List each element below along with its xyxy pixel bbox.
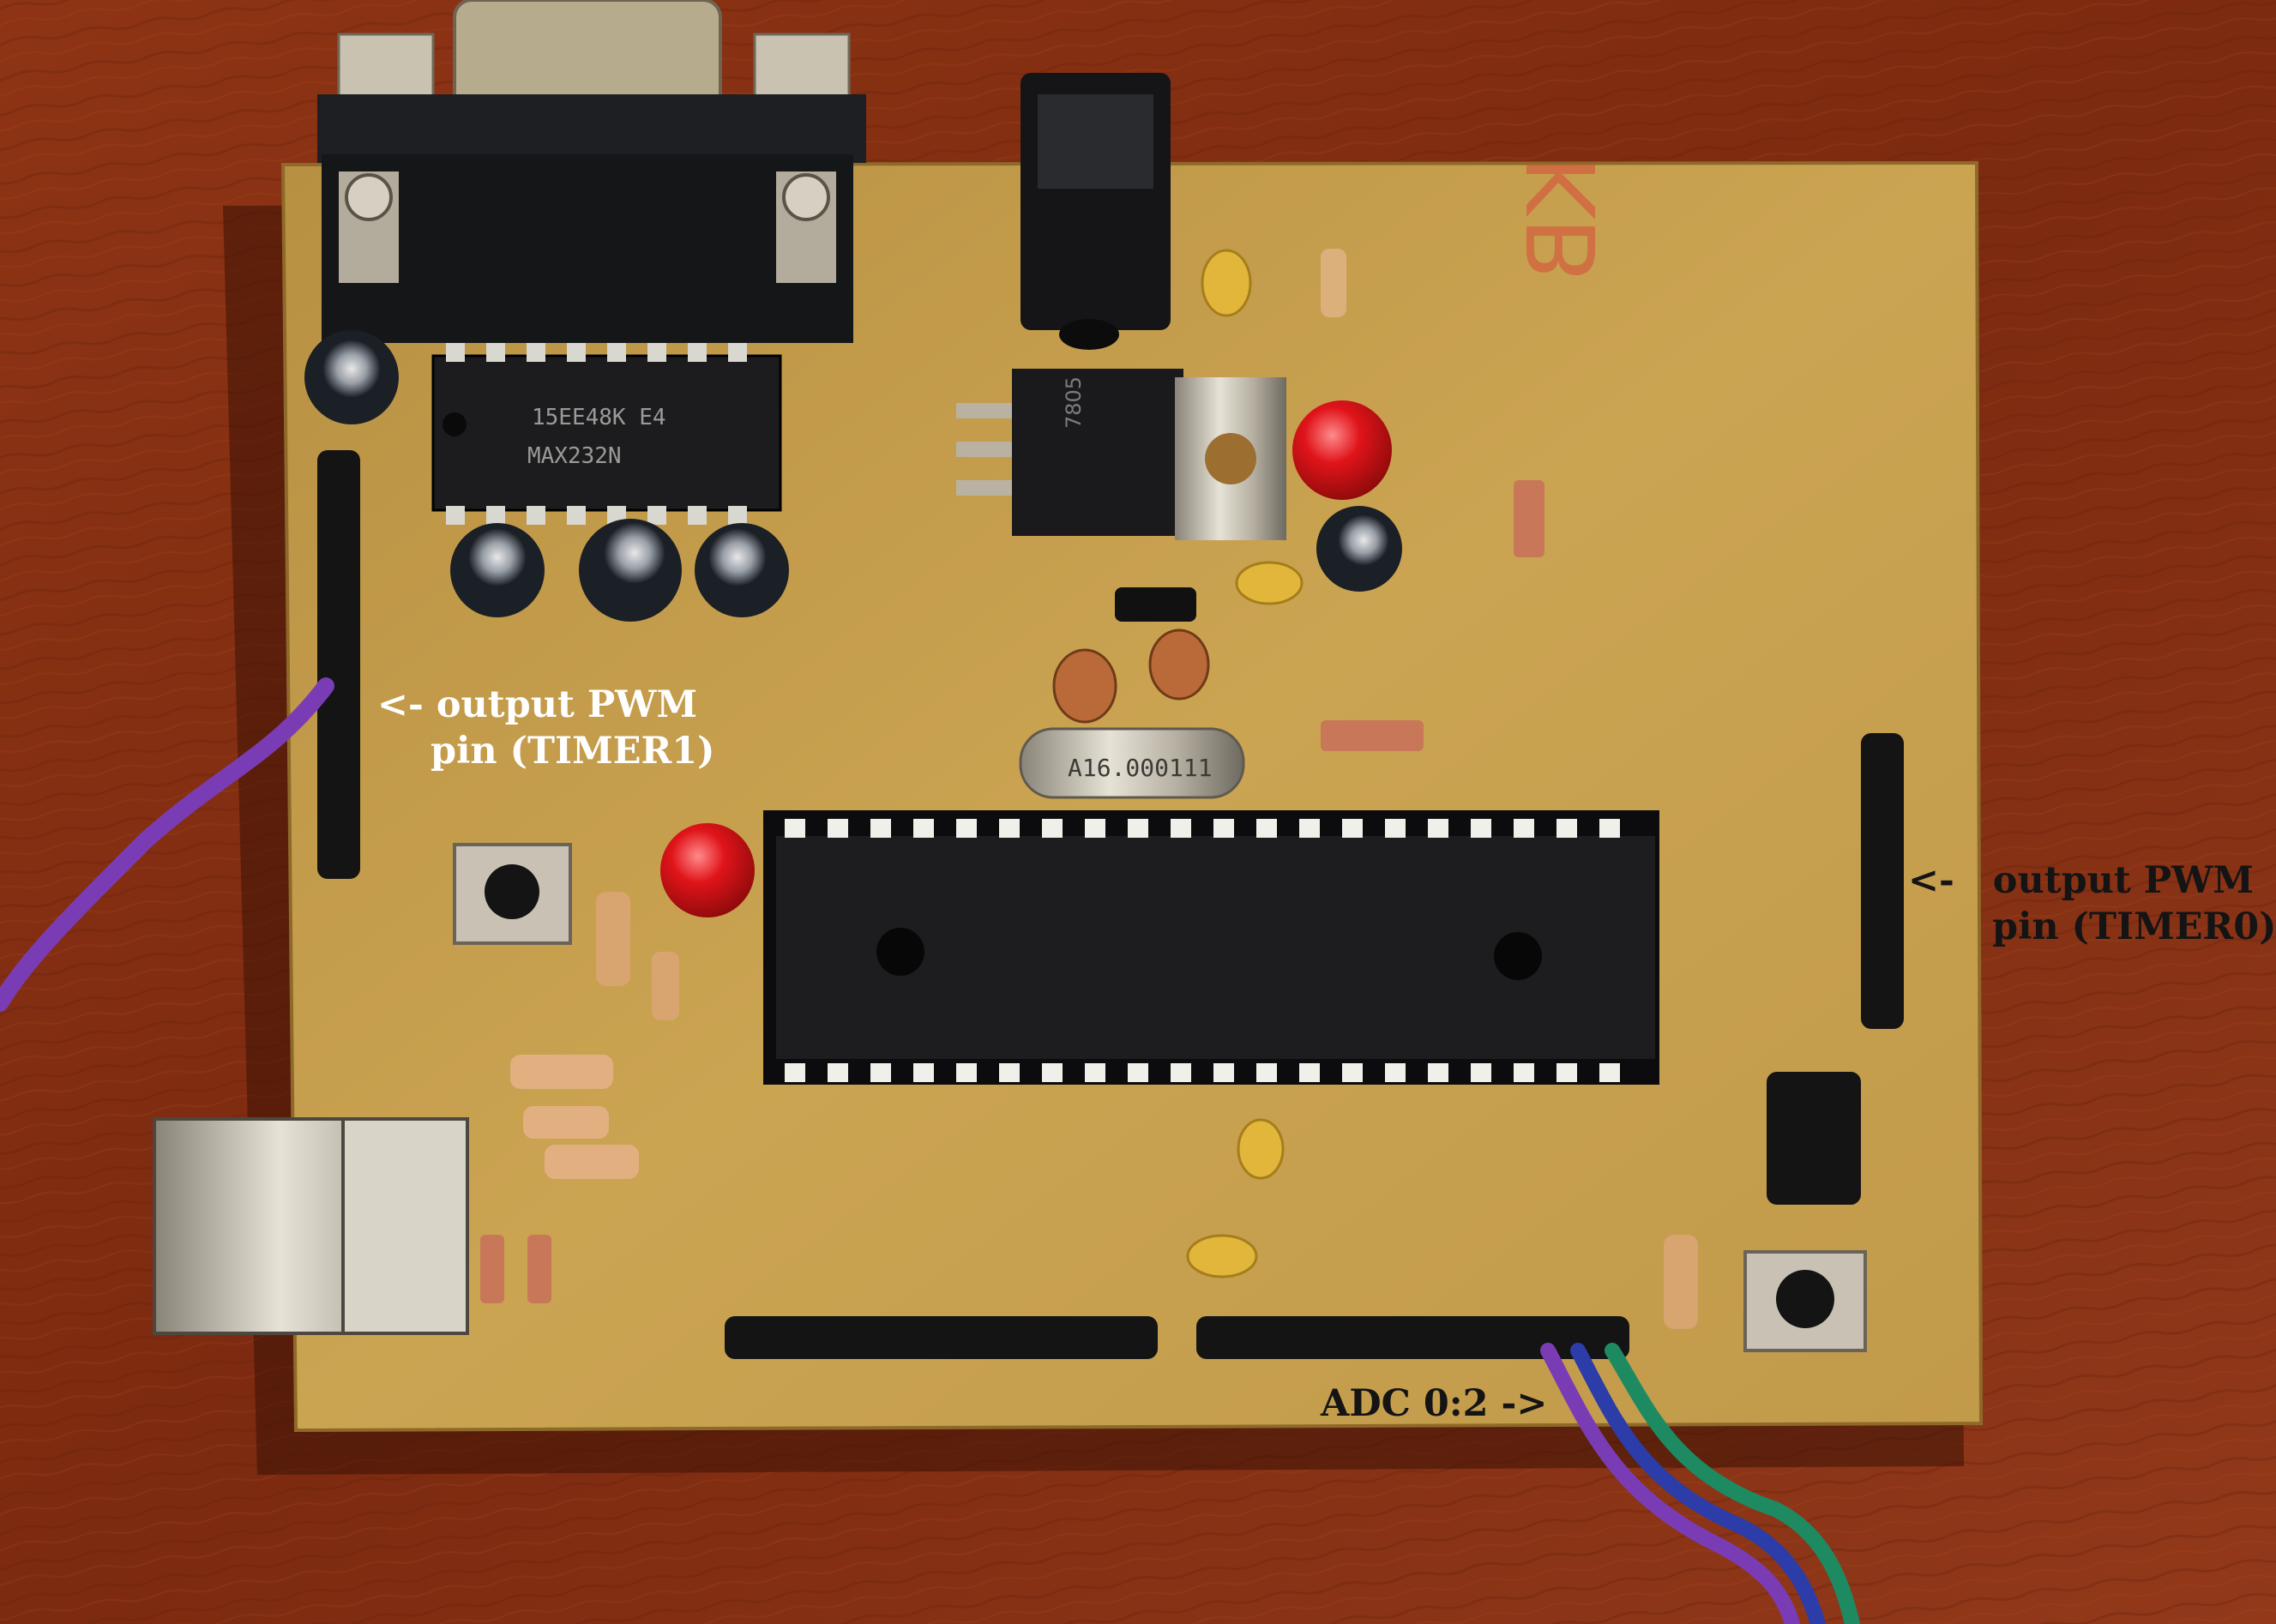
crystal-load-capacitors bbox=[1052, 629, 1210, 724]
db9-connector bbox=[317, 0, 866, 343]
crystal-marking: A16.000111 bbox=[1068, 754, 1213, 782]
bottom-pin-headers bbox=[725, 1316, 1629, 1359]
wires bbox=[0, 677, 1860, 1624]
adc-annotation: ADC 0:2 -> bbox=[1321, 1382, 1548, 1425]
timer1-annotation-line2: pin (TIMER1) bbox=[431, 730, 715, 773]
max232-part-marking: MAX232N bbox=[527, 443, 622, 469]
right-pin-header bbox=[1861, 733, 1904, 1029]
jumper bbox=[1115, 587, 1196, 622]
electrolytic-capacitors bbox=[304, 330, 1402, 622]
isp-header bbox=[1767, 1072, 1861, 1205]
status-led bbox=[660, 823, 755, 917]
user-button bbox=[1743, 1250, 1867, 1352]
timer1-pwm-annotation: <- output PWM pin (TIMER1) bbox=[377, 682, 714, 774]
timer0-annotation-line2: pin (TIMER0) bbox=[1992, 905, 2276, 948]
reset-button bbox=[453, 843, 572, 945]
regulator-marking: 7805 bbox=[1062, 376, 1086, 429]
dc-power-jack bbox=[1021, 73, 1171, 350]
left-pin-header bbox=[317, 450, 360, 879]
crystal-oscillator bbox=[1019, 727, 1245, 799]
ceramic-capacitors bbox=[1186, 249, 1304, 1278]
timer1-annotation-line1: <- output PWM bbox=[377, 683, 698, 726]
atmega-microcontroller bbox=[763, 810, 1659, 1085]
timer0-annotation-line1: <- output PWM bbox=[1908, 859, 2254, 902]
kb-monogram: KB bbox=[1508, 155, 1617, 282]
usb-b-connector bbox=[153, 1117, 469, 1335]
resistors bbox=[510, 249, 1698, 1329]
voltage-regulator bbox=[956, 369, 1286, 540]
svg-text:KB: KB bbox=[1508, 155, 1617, 282]
power-led bbox=[1292, 400, 1392, 500]
diodes bbox=[480, 480, 1544, 1303]
max232-code-marking: 15EE48K E4 bbox=[532, 405, 666, 430]
max232-chip bbox=[431, 343, 782, 525]
timer0-pwm-annotation: <- output PWM pin (TIMER0) bbox=[1908, 857, 2276, 950]
